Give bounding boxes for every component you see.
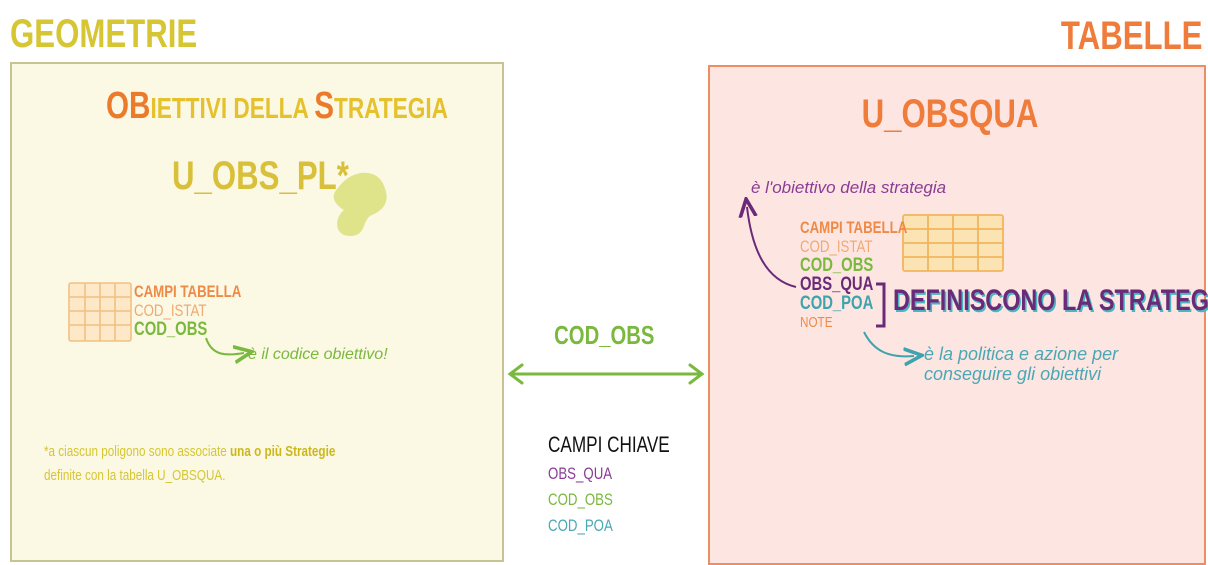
key-field-obs-qua: OBS_QUA bbox=[548, 464, 613, 483]
poa-note-arrow-icon bbox=[863, 331, 914, 356]
link-arrow-icon bbox=[507, 363, 705, 385]
right-field-list: CAMPI TABELLA COD_ISTAT COD_OBS OBS_QUA … bbox=[800, 218, 938, 332]
qua-note-arrow-icon bbox=[747, 207, 797, 288]
footnote: *a ciascun poligono sono associate una o… bbox=[44, 443, 336, 484]
diagram-graphics bbox=[68, 172, 1004, 385]
field-list-title: CAMPI TABELLA bbox=[134, 282, 242, 301]
geometrie-header: GEOMETRIE bbox=[10, 12, 198, 56]
bracket-icon bbox=[876, 282, 886, 328]
key-field-cod-poa: COD_POA bbox=[548, 516, 613, 535]
field-cod-obs: COD_OBS bbox=[800, 255, 874, 276]
right-table-icon bbox=[902, 214, 1004, 272]
qua-note: è l'obiettivo della strategia bbox=[751, 178, 947, 197]
polygon-icon bbox=[333, 172, 387, 236]
field-note: NOTE bbox=[800, 314, 833, 331]
poa-note: è la politica e azione per conseguire gl… bbox=[924, 344, 1119, 384]
key-fields-title: CAMPI CHIAVE bbox=[548, 432, 670, 457]
left-panel-title: OBIETTIVI DELLA STRATEGIA bbox=[106, 85, 448, 127]
left-field-list: CAMPI TABELLA COD_ISTAT COD_OBS bbox=[134, 282, 272, 339]
link-field-label: COD_OBS bbox=[554, 320, 655, 350]
obs-code-note: è il codice obiettivo! bbox=[248, 346, 388, 363]
key-fields: CAMPI CHIAVE OBS_QUA COD_OBS COD_POA bbox=[548, 432, 704, 536]
layer-name: U_OBS_PL* bbox=[172, 154, 349, 198]
tabelle-header: TABELLE bbox=[1060, 14, 1202, 58]
left-table-icon bbox=[68, 282, 132, 342]
obs-note-arrow-icon bbox=[205, 337, 244, 354]
field-list-title: CAMPI TABELLA bbox=[800, 218, 908, 237]
field-cod-istat: COD_ISTAT bbox=[800, 237, 873, 256]
field-obs-qua: OBS_QUA bbox=[800, 274, 874, 295]
right-panel-title: U_OBSQUA bbox=[861, 92, 1039, 136]
field-cod-poa: COD_POA bbox=[800, 293, 874, 314]
field-cod-istat: COD_ISTAT bbox=[134, 301, 207, 320]
strategy-bracket-label: DEFINISCONO LA STRATEGIA bbox=[893, 284, 1208, 317]
tabelle-panel bbox=[708, 65, 1206, 565]
field-cod-obs: COD_OBS bbox=[134, 319, 208, 340]
key-field-cod-obs: COD_OBS bbox=[548, 490, 613, 509]
